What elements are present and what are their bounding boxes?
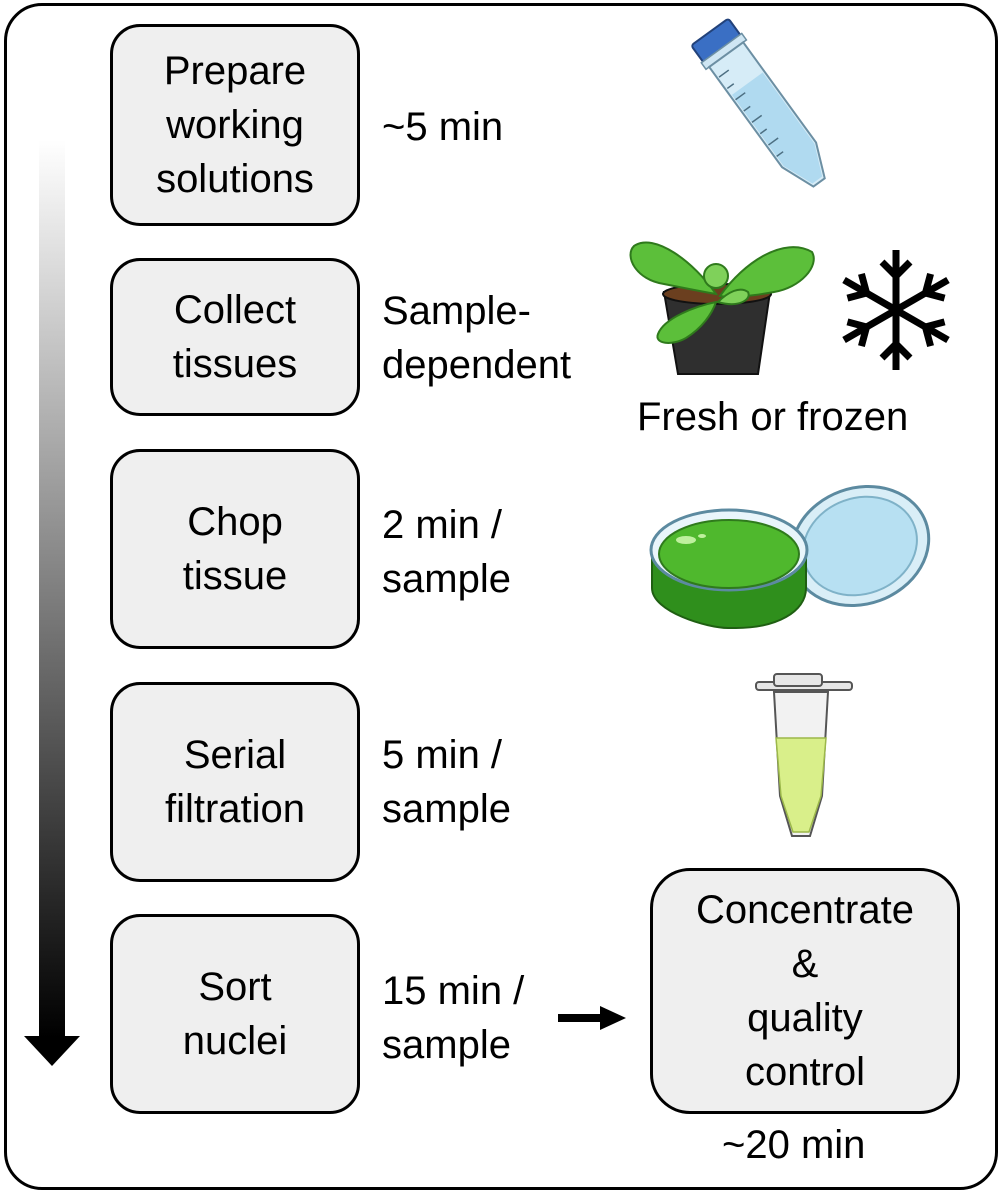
time-line: dependent <box>382 343 572 387</box>
time-line: sample <box>382 787 511 831</box>
step-time-sort: 15 min / sample <box>382 964 524 1072</box>
step-label-line: & <box>791 942 819 986</box>
petri-dish-icon <box>649 484 931 629</box>
step-label-line: Sort <box>198 965 272 1009</box>
step-label-line: Prepare <box>163 49 307 93</box>
potted-plant-icon <box>629 241 815 375</box>
snowflake-icon <box>834 250 958 374</box>
microcentrifuge-tube-icon <box>755 673 853 837</box>
step-label-line: filtration <box>164 787 306 831</box>
step-chop-tissue: Chop tissue <box>110 449 360 649</box>
time-line: 2 min / <box>382 503 503 547</box>
diagram-frame <box>4 3 998 1190</box>
arrow-right-icon <box>558 1006 626 1030</box>
step-label-line: nuclei <box>182 1019 288 1063</box>
tissue-state-label: Fresh or frozen <box>637 395 909 439</box>
step-label-line: tissue <box>182 554 288 598</box>
step-label-line: solutions <box>156 157 314 201</box>
step-label-line: working <box>166 103 304 147</box>
final-step-time: ~20 min <box>722 1123 866 1167</box>
step-prepare-working-solutions: Prepare working solutions <box>110 24 360 226</box>
step-concentrate-quality-control: Concentrate & quality control <box>650 868 960 1114</box>
time-line: 5 min / <box>382 733 503 777</box>
step-collect-tissues: Collect tissues <box>110 258 360 416</box>
step-label-line: quality <box>747 996 863 1040</box>
time-line: 15 min / <box>382 969 525 1013</box>
time-line: sample <box>382 557 511 601</box>
step-label-line: Concentrate <box>696 888 914 932</box>
time-line: ~5 min <box>382 105 504 149</box>
time-line: sample <box>382 1023 511 1067</box>
centrifuge-tube-icon <box>691 18 826 188</box>
step-time-collect: Sample- dependent <box>382 284 571 392</box>
step-sort-nuclei: Sort nuclei <box>110 914 360 1114</box>
step-time-filtration: 5 min / sample <box>382 728 511 836</box>
step-time-prepare: ~5 min <box>382 100 503 154</box>
step-label-line: Collect <box>173 288 297 332</box>
step-label-line: Serial <box>183 733 287 777</box>
step-label-line: Chop <box>187 500 283 544</box>
timeline-arrow-icon <box>24 140 80 1066</box>
step-label-line: control <box>744 1050 866 1094</box>
step-label-line: tissues <box>172 342 298 386</box>
step-time-chop: 2 min / sample <box>382 498 511 606</box>
time-line: Sample- <box>382 289 531 333</box>
step-serial-filtration: Serial filtration <box>110 682 360 882</box>
